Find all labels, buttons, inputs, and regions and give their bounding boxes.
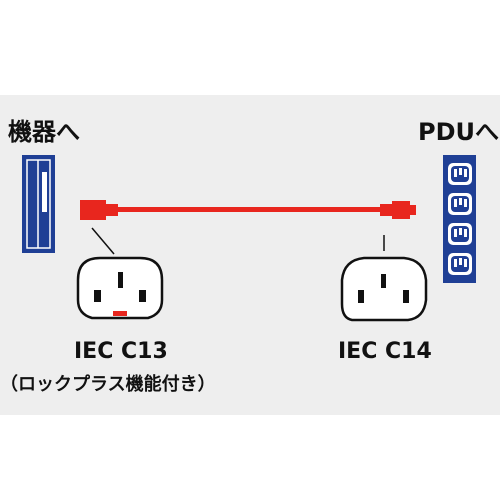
pdu-label: PDUへ: [418, 118, 499, 146]
device-panel: [22, 155, 55, 253]
c13-note-label: （ロックプラス機能付き）: [0, 374, 216, 395]
c14-connector-face: [340, 256, 428, 322]
pdu-panel: [443, 155, 476, 283]
device-label: 機器へ: [8, 118, 80, 146]
lock-indicator: [113, 311, 127, 316]
c13-connector-face: [76, 256, 164, 320]
pdu-outlet: [448, 163, 472, 185]
background-band: [0, 95, 500, 415]
pdu-outlet: [448, 193, 472, 215]
pdu-outlet: [448, 253, 472, 275]
c14-name-label: IEC C14: [338, 339, 432, 364]
c13-leader-line: [91, 227, 115, 255]
c13-name-label: IEC C13: [74, 339, 168, 364]
power-cable: [80, 200, 416, 220]
pdu-outlet: [448, 223, 472, 245]
